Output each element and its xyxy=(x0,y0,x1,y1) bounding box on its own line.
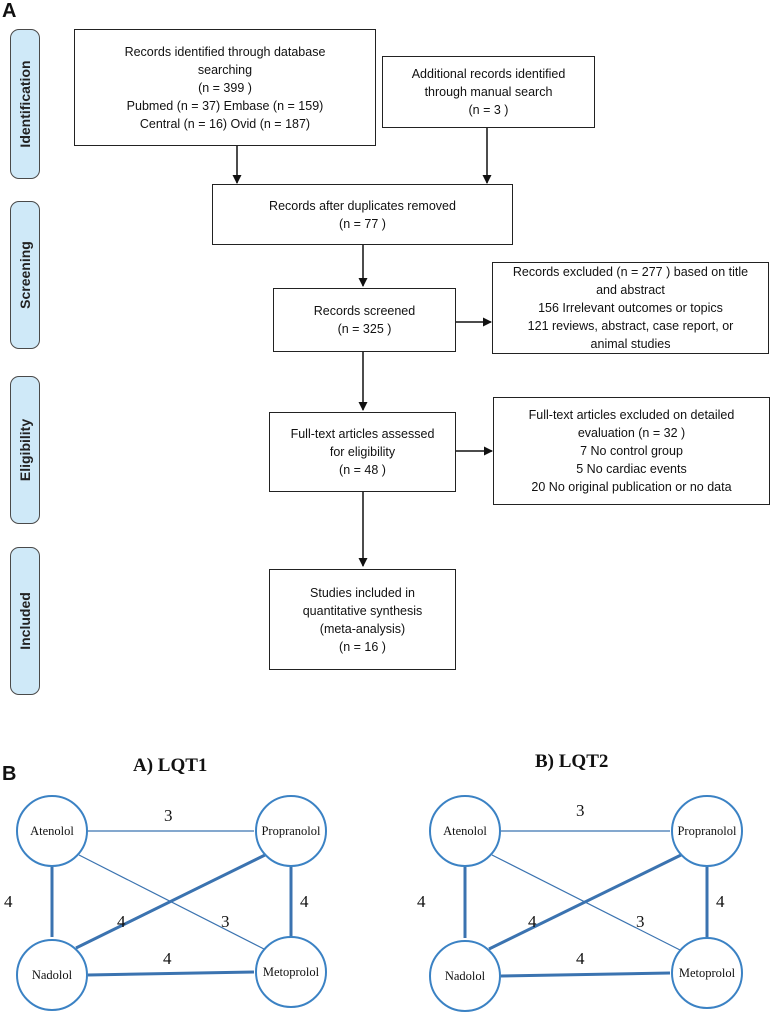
fulltext-assessed-line: Full-text articles assessed xyxy=(290,427,435,441)
manual-search-line: Additional records identified xyxy=(411,67,566,81)
manual-search-line: (n = 3 ) xyxy=(468,103,509,117)
panel-b-label: B xyxy=(2,763,17,785)
edge-atenolol-metoprolol xyxy=(491,854,681,951)
fulltext-excluded-line: 7 No control group xyxy=(580,444,683,458)
fulltext-assessed-line: for eligibility xyxy=(329,445,396,459)
screened-line: (n = 325 ) xyxy=(337,322,392,336)
node-label: Atenolol xyxy=(443,823,487,838)
db-search-line: Pubmed (n = 37) Embase (n = 159) xyxy=(126,98,324,113)
edge-label-atenolol-nadolol: 4 xyxy=(417,892,426,911)
fulltext-excluded-box: Full-text articles excluded on detailed … xyxy=(493,397,770,505)
node-propranolol: Propranolol xyxy=(255,795,327,867)
stage-screening: Screening xyxy=(10,201,40,349)
db-search-line: Central (n = 16) Ovid (n = 187) xyxy=(139,116,311,131)
excluded-title-box: Records excluded (n = 277 ) based on tit… xyxy=(492,262,769,354)
node-atenolol: Atenolol xyxy=(429,795,501,867)
edge-atenolol-metoprolol xyxy=(78,854,265,950)
stage-eligibility: Eligibility xyxy=(10,376,40,524)
network-a-title: A) LQT1 xyxy=(133,755,208,776)
screened-line: Records screened xyxy=(313,304,416,318)
node-label: Propranolol xyxy=(261,823,321,838)
excluded-title-line: 156 Irrelevant outcomes or topics xyxy=(538,301,723,315)
node-label: Metoprolol xyxy=(262,964,320,979)
fulltext-excluded-line: 5 No cardiac events xyxy=(576,462,687,476)
excluded-title-line: animal studies xyxy=(590,337,671,351)
db-search-line: (n = 399 ) xyxy=(198,80,252,95)
after-duplicates-line: (n = 77 ) xyxy=(339,216,386,231)
fulltext-excluded-line: Full-text articles excluded on detailed xyxy=(528,408,735,422)
edge-label-atenolol-propranolol: 3 xyxy=(576,801,585,820)
panel-a-label: A xyxy=(2,0,17,22)
excluded-title-line: 121 reviews, abstract, case report, or xyxy=(527,319,734,333)
excluded-title-line: Records excluded (n = 277 ) based on tit… xyxy=(512,265,749,279)
node-propranolol: Propranolol xyxy=(671,795,743,867)
node-label: Nadolol xyxy=(31,967,73,982)
node-metoprolol: Metoprolol xyxy=(255,936,327,1008)
fulltext-excluded-line: 20 No original publication or no data xyxy=(531,480,732,494)
stage-included: Included xyxy=(10,547,40,695)
edge-label-atenolol-metoprolol: 3 xyxy=(636,912,645,931)
fulltext-assessed-box: Full-text articles assessed for eligibil… xyxy=(269,412,456,492)
edge-label-atenolol-metoprolol: 3 xyxy=(221,912,230,931)
stage-identification: Identification xyxy=(10,29,40,179)
fulltext-assessed-line: (n = 48 ) xyxy=(339,463,386,477)
edge-label-atenolol-propranolol: 3 xyxy=(164,806,173,825)
included-line: Studies included in xyxy=(310,585,415,600)
network-b-title: B) LQT2 xyxy=(535,751,609,772)
node-metoprolol: Metoprolol xyxy=(671,937,743,1009)
node-label: Metoprolol xyxy=(678,965,736,980)
node-nadolol: Nadolol xyxy=(429,940,501,1012)
included-line: (meta-analysis) xyxy=(319,621,406,636)
db-search-box: Records identified through database sear… xyxy=(74,29,376,146)
included-line: quantitative synthesis xyxy=(302,603,423,618)
fulltext-excluded-line: evaluation (n = 32 ) xyxy=(577,426,686,440)
edge-label-propranolol-metoprolol: 4 xyxy=(716,892,725,911)
manual-search-box: Additional records identified through ma… xyxy=(382,56,595,128)
screened-box: Records screened (n = 325 ) xyxy=(273,288,456,352)
edge-label-propranolol-metoprolol: 4 xyxy=(300,892,309,911)
edge-nadolol-metoprolol xyxy=(500,971,671,978)
manual-search-line: through manual search xyxy=(424,85,553,99)
after-duplicates-line: Records after duplicates removed xyxy=(269,198,456,213)
edge-label-nadolol-metoprolol: 4 xyxy=(163,949,172,968)
after-duplicates-box: Records after duplicates removed (n = 77… xyxy=(212,184,513,245)
included-box: Studies included in quantitative synthes… xyxy=(269,569,456,670)
edge-label-nadolol-metoprolol: 4 xyxy=(576,949,585,968)
node-label: Atenolol xyxy=(30,823,74,838)
node-label: Nadolol xyxy=(444,968,486,983)
db-search-line: Records identified through database xyxy=(124,44,326,59)
db-search-line: searching xyxy=(197,62,253,77)
edge-nadolol-metoprolol xyxy=(87,970,255,977)
edge-label-atenolol-nadolol: 4 xyxy=(4,892,13,911)
edge-label-nadolol-propranolol: 4 xyxy=(117,912,126,931)
node-nadolol: Nadolol xyxy=(16,939,88,1011)
edge-label-nadolol-propranolol: 4 xyxy=(528,912,537,931)
included-line: (n = 16 ) xyxy=(339,639,386,654)
excluded-title-line: and abstract xyxy=(596,283,665,297)
node-label: Propranolol xyxy=(677,823,737,838)
node-atenolol: Atenolol xyxy=(16,795,88,867)
